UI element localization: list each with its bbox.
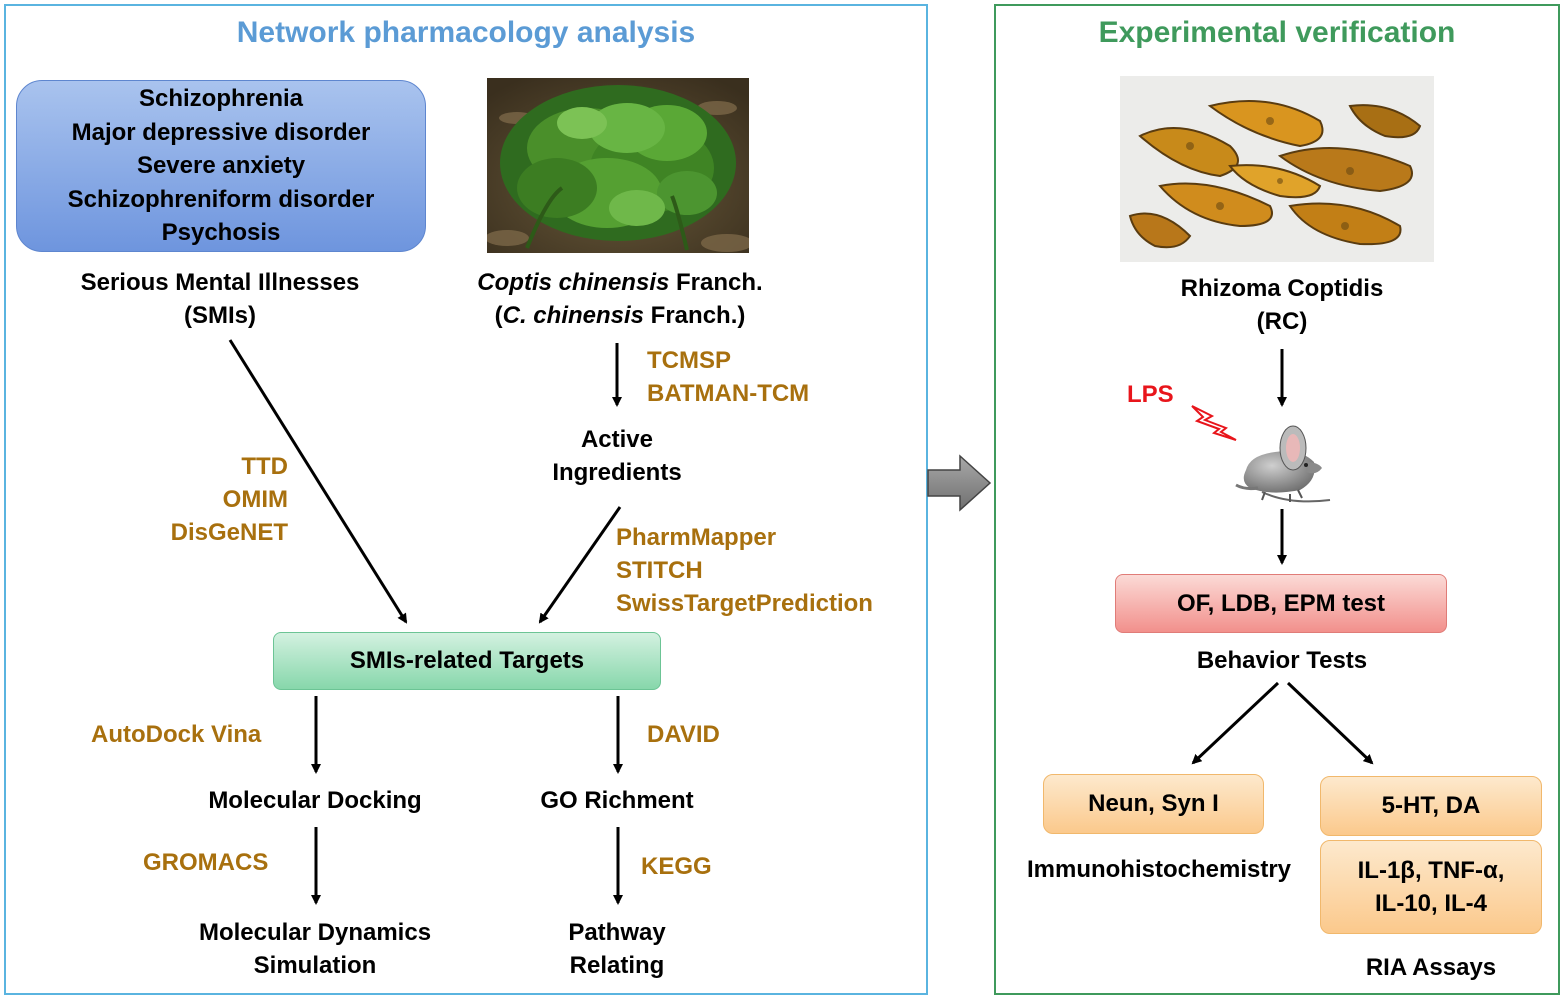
disease-item: Schizophrenia [138, 85, 304, 113]
ihc-markers-box: Neun, Syn I [1043, 774, 1264, 834]
coptis-plant-photo [487, 78, 749, 253]
lightning-icon [1191, 405, 1237, 441]
smi-label: Serious Mental Illnesses (SMIs) [80, 269, 360, 329]
arrow-ingredients-to-targets [538, 506, 622, 624]
dynamics-tool-label: GROMACS [143, 849, 269, 876]
arrow-behavior-to-ria [1286, 681, 1374, 765]
molecular-docking-label: Molecular Docking [208, 787, 422, 814]
ria-label: RIA Assays [1365, 954, 1497, 981]
network-pharmacology-panel [4, 4, 928, 995]
ihc-label: Immunohistochemistry [1026, 856, 1292, 883]
disease-list-box: Schizophrenia Major depressive disorder … [16, 80, 426, 252]
left-panel-title: Network pharmacology analysis [236, 16, 696, 49]
panel-transition-arrow [927, 454, 992, 512]
experimental-verification-panel [994, 4, 1560, 995]
disease-item: Psychosis [161, 219, 281, 247]
smi-targets-box: SMIs-related Targets [273, 632, 661, 690]
go-tool-label: DAVID [647, 721, 720, 748]
pathway-tool-label: KEGG [641, 853, 712, 880]
target-database-list: PharmMapper STITCH SwissTargetPrediction [616, 524, 873, 617]
ria-monoamine-box: 5-HT, DA [1320, 776, 1542, 836]
rhizoma-coptidis-photo [1120, 76, 1434, 262]
mouse-icon [1235, 425, 1331, 503]
plant-label: Coptis chinensis Franch. (C. chinensis F… [477, 269, 763, 329]
behavior-tests-label: Behavior Tests [1196, 647, 1368, 674]
disease-item: Major depressive disorder [71, 118, 371, 146]
ria-cytokine-box: IL-1β, TNF-α, IL-10, IL-4 [1320, 840, 1542, 934]
right-panel-title: Experimental verification [1098, 16, 1456, 49]
arrow-behavior-to-ihc [1191, 681, 1280, 765]
arrow-smi-to-targets [228, 339, 408, 624]
rc-label: Rhizoma Coptidis (RC) [1180, 275, 1384, 335]
active-ingredients-label: Active Ingredients [552, 426, 682, 486]
disease-item: Severe anxiety [136, 152, 306, 180]
disease-database-list: TTD OMIM DisGeNET [170, 453, 288, 546]
go-richment-label: GO Richment [540, 787, 694, 814]
pathway-label: Pathway Relating [568, 919, 666, 979]
lps-label: LPS [1127, 381, 1174, 408]
docking-tool-label: AutoDock Vina [91, 721, 262, 748]
molecular-dynamics-label: Molecular Dynamics Simulation [198, 919, 432, 979]
disease-item: Schizophreniform disorder [67, 185, 375, 213]
plant-database-list: TCMSP BATMAN-TCM [647, 347, 810, 407]
behavior-tests-box: OF, LDB, EPM test [1115, 574, 1447, 633]
